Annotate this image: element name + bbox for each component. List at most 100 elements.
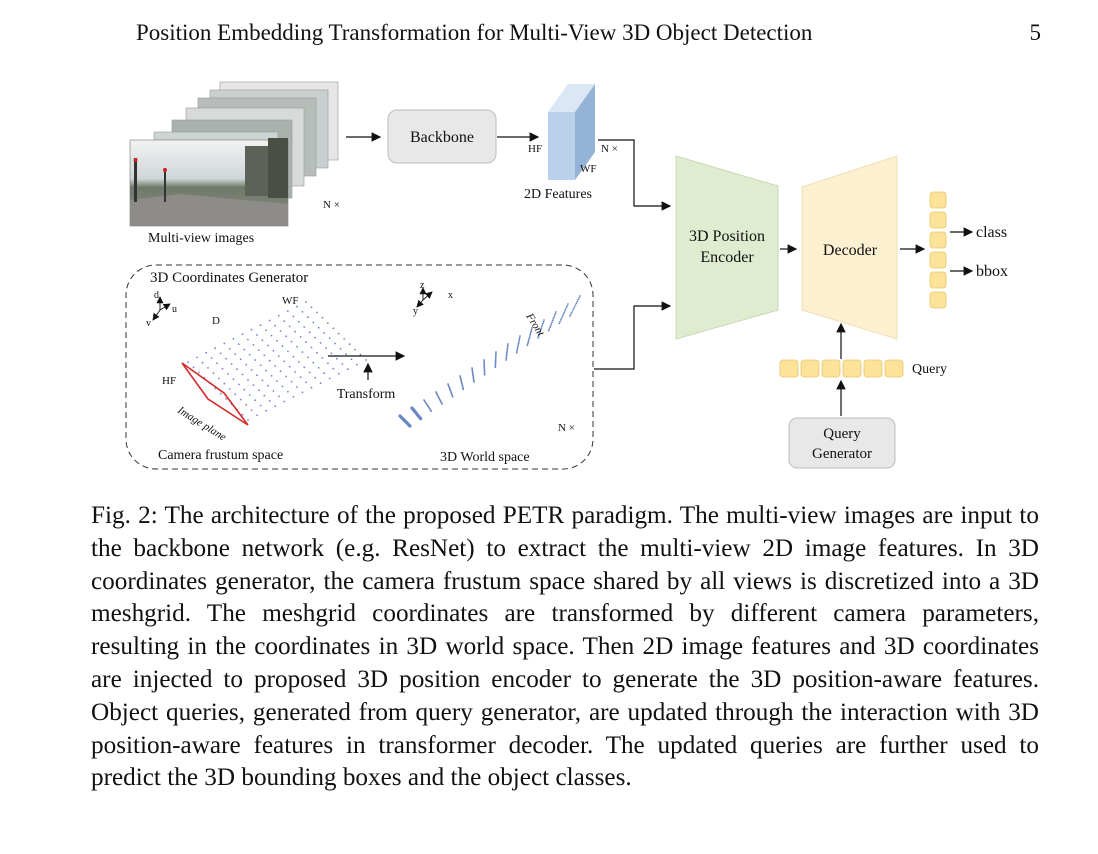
world-point: [516, 348, 519, 351]
frustum-point: [296, 345, 298, 348]
frustum-point: [248, 353, 251, 356]
world-point: [483, 373, 486, 376]
world-point: [559, 320, 561, 323]
frustum-point: [277, 314, 280, 317]
world-point: [562, 313, 565, 316]
front-label: Front: [523, 310, 547, 339]
world-point: [494, 365, 497, 367]
frustum-point: [245, 363, 247, 366]
frustum-point: [257, 349, 260, 351]
query-label: Query: [912, 362, 947, 377]
frustum-point: [214, 347, 217, 350]
frustum-point: [238, 383, 240, 386]
frustum-point: [272, 390, 275, 392]
world-point: [565, 306, 568, 309]
frustum-point: [256, 374, 258, 377]
features-label: 2D Features: [524, 187, 592, 202]
frustum-point: [303, 326, 306, 328]
frustum-point: [317, 367, 320, 369]
world-point: [571, 309, 574, 312]
world-point: [507, 343, 509, 345]
frustum-point: [241, 333, 244, 336]
world-point: [483, 365, 486, 368]
frustum-point: [319, 382, 322, 384]
world-point: [506, 346, 509, 348]
frustum-point: [285, 375, 287, 378]
frustum-point: [292, 315, 295, 318]
world-point: [566, 304, 569, 307]
world-point: [553, 314, 556, 317]
world-point: [529, 335, 531, 337]
encoder-label-line1: 3D Position: [689, 228, 765, 245]
world-point: [539, 328, 542, 331]
world-point: [494, 358, 497, 360]
frustum-point: [308, 371, 311, 374]
frustum-point: [305, 301, 307, 303]
frustum-point: [239, 398, 242, 401]
frustum-point: [245, 403, 248, 406]
world-point: [567, 303, 569, 305]
frustum-point: [317, 326, 320, 329]
frustum-point: [356, 363, 358, 366]
decoder-label: Decoder: [823, 242, 878, 259]
frustum-point: [350, 358, 353, 361]
frustum-point: [288, 365, 291, 368]
world-point: [541, 324, 544, 326]
world-point: [494, 363, 497, 366]
frustum-point: [252, 344, 255, 346]
frustum-point: [287, 350, 289, 353]
world-point: [506, 347, 509, 350]
frustum-point: [314, 336, 316, 339]
world-point: [529, 333, 532, 336]
petr-architecture-figure: Multi-view images N × Backbone HF WF N ×…: [120, 76, 1050, 476]
world-point: [560, 317, 563, 319]
frustum-point: [234, 353, 237, 355]
world-point: [542, 320, 545, 323]
world-axes: [416, 287, 433, 308]
world-point: [483, 360, 485, 363]
backbone-block: [387, 109, 497, 164]
frustum-point: [288, 325, 291, 328]
frustum-point: [247, 419, 249, 421]
frustum-depth-label: D: [212, 315, 220, 327]
world-point: [494, 362, 497, 365]
world-point: [538, 333, 540, 336]
frustum-point: [237, 343, 240, 346]
frustum-point: [337, 372, 340, 375]
world-point: [519, 335, 521, 337]
frustum-point: [305, 381, 307, 384]
world-point: [483, 372, 486, 375]
frustum-point: [230, 363, 233, 365]
class-output-label: class: [976, 224, 1007, 241]
world-point: [471, 370, 474, 373]
frustum-point: [281, 385, 284, 388]
world-point: [550, 323, 553, 325]
query-generator-line2: Generator: [812, 446, 872, 462]
position-encoder-block: [675, 155, 779, 340]
world-point: [527, 341, 530, 344]
world-point: [506, 350, 508, 353]
world-point: [517, 342, 520, 345]
frustum-point: [250, 369, 253, 371]
frustum-point: [310, 386, 313, 389]
image-plane: [181, 362, 249, 426]
frustum-point: [268, 400, 271, 402]
frustum-point: [278, 395, 280, 398]
world-point: [537, 337, 539, 339]
world-point: [549, 326, 551, 329]
encoder-label-line2: Encoder: [700, 249, 754, 266]
frustum-point: [247, 378, 249, 381]
frustum-point: [281, 345, 284, 348]
frustum-point: [290, 380, 293, 383]
world-point: [558, 322, 561, 325]
frustum-point: [303, 366, 306, 369]
frustum-axis-v: v: [146, 318, 151, 329]
world-point: [506, 344, 509, 347]
frustum-height-label: HF: [162, 375, 176, 387]
world-point: [483, 363, 486, 365]
world-point: [542, 322, 544, 325]
frustum-point: [210, 357, 213, 359]
world-point: [505, 353, 508, 356]
multiview-label: Multi-view images: [148, 231, 254, 246]
world-point: [526, 342, 529, 345]
